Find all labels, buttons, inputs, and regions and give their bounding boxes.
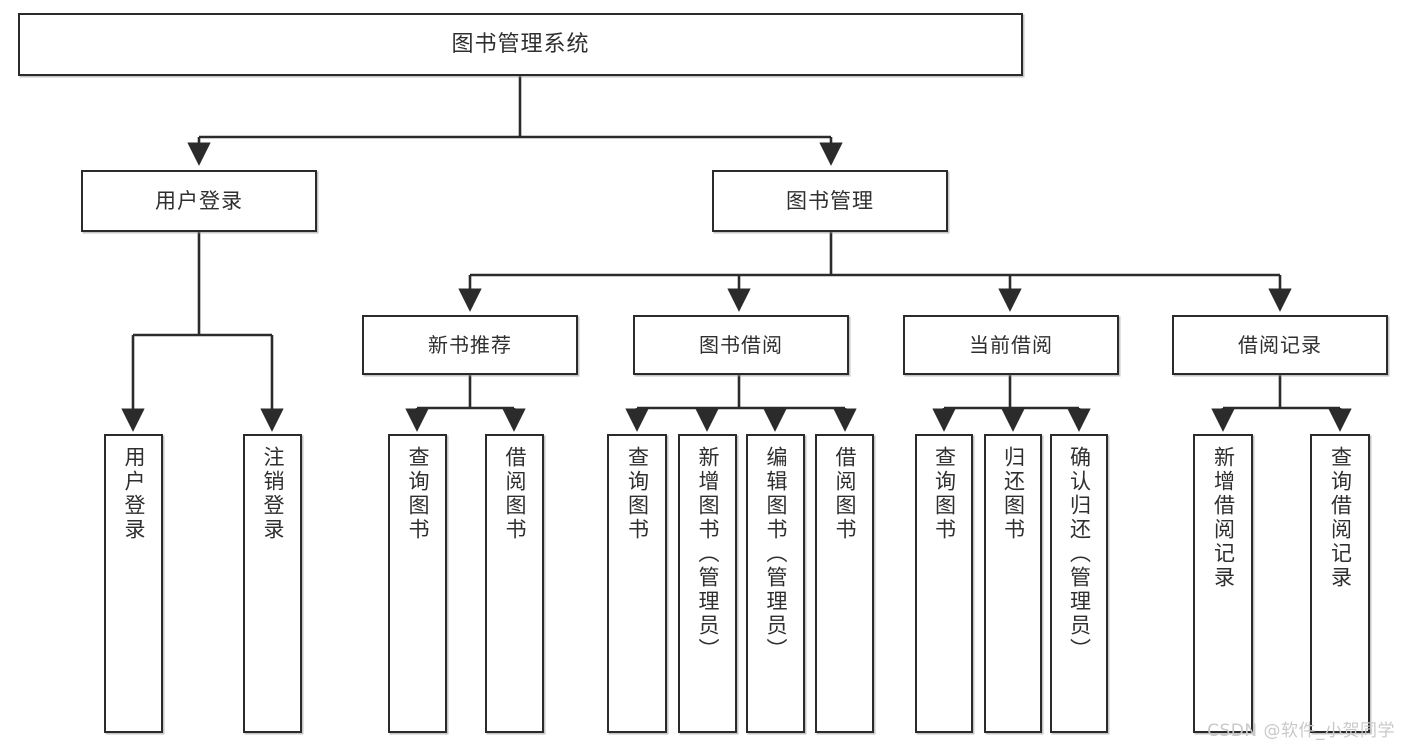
leaf-book-borrow-add-book-admin[interactable]: 新增图书（管理员）	[678, 434, 737, 733]
leaf-new-book-borrow-book[interactable]: 借阅图书	[485, 434, 544, 733]
node-current-borrow[interactable]: 当前借阅	[903, 315, 1119, 375]
node-label: 图书管理系统	[451, 31, 590, 57]
leaf-new-book-query-book[interactable]: 查询图书	[388, 434, 447, 733]
leaf-label: 注销登录	[261, 446, 285, 542]
node-book-borrow[interactable]: 图书借阅	[633, 315, 849, 375]
leaf-label: 新增借阅记录	[1211, 446, 1236, 590]
leaf-user-login-logout[interactable]: 注销登录	[243, 434, 302, 733]
leaf-current-borrow-confirm-return-admin[interactable]: 确认归还（管理员）	[1050, 434, 1108, 733]
csdn-watermark: CSDN @软件_小贺同学	[1207, 721, 1395, 741]
leaf-book-borrow-edit-book-admin[interactable]: 编辑图书（管理员）	[746, 434, 805, 733]
leaf-label: 编辑图书（管理员）	[764, 446, 788, 662]
leaf-label: 借阅图书	[833, 446, 857, 542]
leaf-book-borrow-borrow-book[interactable]: 借阅图书	[815, 434, 874, 733]
node-label: 借阅记录	[1238, 332, 1322, 357]
leaf-label: 借阅图书	[503, 446, 527, 542]
leaf-label: 归还图书	[1001, 446, 1026, 542]
leaf-label: 查询借阅记录	[1328, 446, 1353, 590]
node-root-book-management-system[interactable]: 图书管理系统	[18, 13, 1023, 76]
leaf-label: 用户登录	[122, 446, 146, 542]
leaf-label: 确认归还（管理员）	[1067, 446, 1092, 662]
leaf-label: 查询图书	[932, 446, 957, 542]
node-label: 用户登录	[155, 188, 243, 213]
leaf-label: 查询图书	[406, 446, 430, 542]
leaf-book-borrow-query-book[interactable]: 查询图书	[607, 434, 667, 733]
node-label: 图书管理	[786, 188, 874, 213]
node-label: 图书借阅	[699, 332, 783, 357]
leaf-borrow-record-add-record[interactable]: 新增借阅记录	[1193, 434, 1253, 733]
leaf-current-borrow-return-book[interactable]: 归还图书	[984, 434, 1042, 733]
node-label: 当前借阅	[969, 332, 1053, 357]
leaf-label: 新增图书（管理员）	[696, 446, 720, 662]
node-new-book-recommend[interactable]: 新书推荐	[362, 315, 578, 375]
leaf-borrow-record-query-record[interactable]: 查询借阅记录	[1310, 434, 1370, 733]
node-user-login[interactable]: 用户登录	[81, 170, 317, 232]
leaf-user-login-login[interactable]: 用户登录	[104, 434, 163, 733]
node-label: 新书推荐	[428, 332, 512, 357]
leaf-label: 查询图书	[625, 446, 650, 542]
node-book-management[interactable]: 图书管理	[712, 170, 948, 232]
leaf-current-borrow-query-book[interactable]: 查询图书	[915, 434, 973, 733]
node-borrow-record[interactable]: 借阅记录	[1172, 315, 1388, 375]
